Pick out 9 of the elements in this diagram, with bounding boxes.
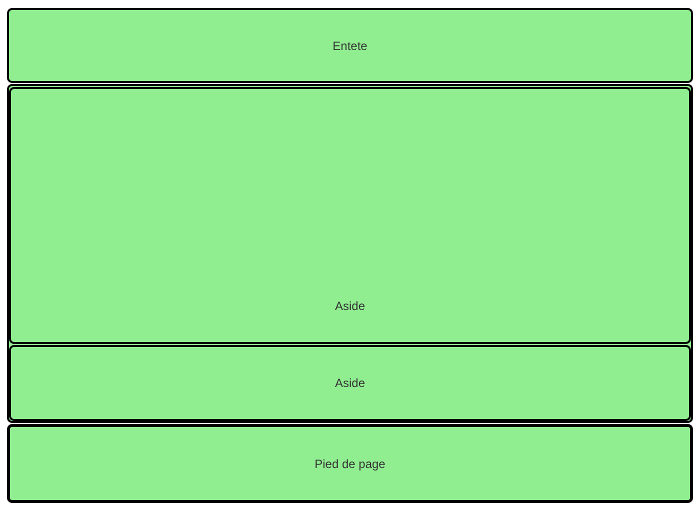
footer-label: Pied de page — [314, 456, 386, 470]
sidebar-label: Aside — [334, 376, 366, 390]
content-panel — [9, 87, 691, 344]
content-label: Aside — [334, 299, 366, 313]
header-panel — [7, 8, 693, 83]
header-label: Entete — [332, 38, 368, 52]
sidebar-panel — [9, 345, 691, 421]
footer-panel — [7, 424, 693, 503]
container-panel — [7, 84, 693, 423]
